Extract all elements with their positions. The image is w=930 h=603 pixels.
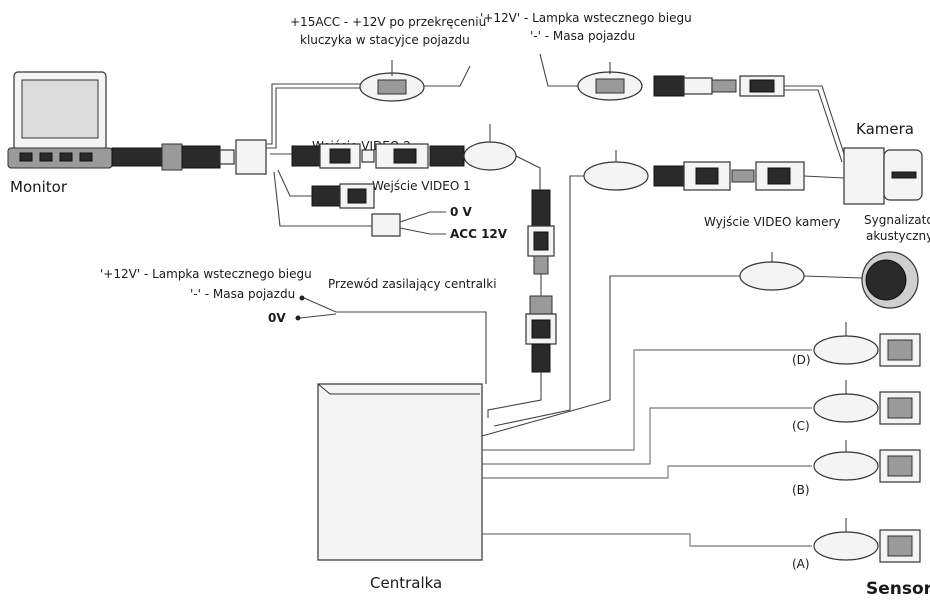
video1-connector <box>311 183 375 209</box>
sensor-b <box>813 440 921 483</box>
camera-video-ferrite <box>583 150 649 191</box>
sensor-a <box>813 518 921 563</box>
video1-label: Wejście VIDEO 1 <box>372 179 471 193</box>
reverse-top-line2: '-' - Masa pojazdu <box>530 29 635 43</box>
reverse-left-line2: '-' - Masa pojazdu <box>190 287 295 301</box>
video2-ferrite <box>463 124 517 171</box>
reverse-fuse-holder <box>577 62 643 101</box>
sensor-c-label: (C) <box>792 419 810 433</box>
control-unit <box>317 383 483 561</box>
sensor-c <box>813 380 921 425</box>
camera-device <box>843 147 923 205</box>
buzzer-label-line1: Sygnalizator <box>864 213 930 227</box>
acc-note-line2: kluczyka w stacyjce pojazdu <box>300 33 470 47</box>
control-unit-label: Centralka <box>370 574 442 592</box>
acc-splitter <box>371 213 401 237</box>
zero-v-top-label: 0 V <box>450 205 473 219</box>
reverse-left-line1: '+12V' - Lampka wstecznego biegu <box>100 267 312 281</box>
monitor-label: Monitor <box>10 178 68 196</box>
camera-video-connector <box>653 161 805 191</box>
acc-fuse-holder <box>359 60 425 102</box>
video2-connector <box>291 143 465 169</box>
video-extension-cable <box>525 189 557 373</box>
acc12v-label: ACC 12V <box>450 227 508 241</box>
sensor-label: Sensor <box>866 579 930 599</box>
monitor-connector <box>111 139 267 175</box>
buzzer-ferrite <box>739 252 805 291</box>
video-out-label: Wyjście VIDEO kamery <box>704 215 841 229</box>
sensor-d-label: (D) <box>792 353 811 367</box>
power-cable-label: Przewód zasilający centralki <box>328 277 497 291</box>
sensor-a-label: (A) <box>792 557 810 571</box>
reverse-top-line1: '+12V' - Lampka wstecznego biegu <box>480 11 692 25</box>
buzzer-label-line2: akustyczny <box>866 229 930 243</box>
camera-power-connector <box>653 75 785 97</box>
zero-v-left-label: 0V <box>268 311 286 325</box>
sensor-d <box>813 322 921 367</box>
acc-note-line1: +15ACC - +12V po przekręceniu <box>290 15 486 29</box>
camera-label: Kamera <box>856 120 914 138</box>
monitor-device <box>7 71 113 169</box>
buzzer-device <box>861 251 919 309</box>
sensor-b-label: (B) <box>792 483 810 497</box>
